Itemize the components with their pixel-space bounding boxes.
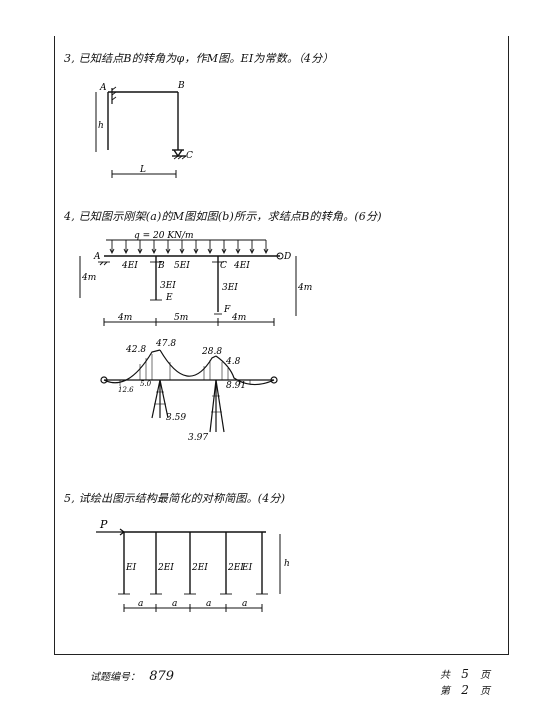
page-current-value: 2 bbox=[461, 683, 469, 697]
q3-label-a: A bbox=[99, 83, 107, 93]
exam-number-label: 试题编号： bbox=[90, 672, 140, 683]
q4-ei-cd: 4EI bbox=[233, 261, 250, 271]
question-5: 5, 试绘出图示结构最简化的对称简图。(4分) bbox=[64, 490, 285, 506]
question-5-text: 试绘出图示结构最简化的对称简图。(4分) bbox=[78, 492, 286, 505]
q5-label-h: h bbox=[284, 559, 290, 569]
q4-moment-9: 3.97 bbox=[188, 433, 208, 443]
q4-ei-be: 3EI bbox=[160, 281, 176, 291]
q4-moment-2: 47.8 bbox=[155, 339, 176, 349]
q4-moment-8: 3.59 bbox=[166, 413, 186, 423]
q5-label-a3: a bbox=[206, 599, 211, 609]
page-total-label: 共 bbox=[440, 670, 450, 681]
question-4-text: 已知图示刚架(a)的M图如图(b)所示，求结点B的转角。(6分) bbox=[78, 210, 382, 223]
q4-ei-cf: 3EI bbox=[222, 283, 238, 293]
page-total-value: 5 bbox=[461, 667, 469, 681]
exam-number-value: 879 bbox=[149, 669, 175, 684]
q4-moment-3: 28.8 bbox=[201, 347, 222, 357]
q4-moment-6: 5.0 bbox=[140, 380, 152, 388]
question-3-number: 3, bbox=[64, 52, 75, 65]
q4-label-b: B bbox=[157, 261, 165, 271]
q5-label-p: P bbox=[99, 518, 108, 531]
frame-right bbox=[508, 36, 509, 654]
frame-bottom bbox=[54, 654, 509, 655]
q4-label-c: C bbox=[220, 261, 227, 271]
page-current: 第 2 页 bbox=[440, 682, 490, 697]
exam-number: 试题编号： 879 bbox=[90, 668, 174, 684]
q4-label-e: E bbox=[165, 293, 173, 303]
q5-label-ei-left: EI bbox=[125, 563, 137, 573]
q3-label-b: B bbox=[177, 81, 185, 91]
q4-moment-4: 4.8 bbox=[225, 357, 241, 367]
q4-height-left: 4m bbox=[81, 273, 96, 283]
q4-ei-ab: 4EI bbox=[121, 261, 138, 271]
q5-label-a4: a bbox=[242, 599, 247, 609]
q4-moment-1: 42.8 bbox=[125, 345, 146, 355]
q4-moment-5: 12.6 bbox=[118, 386, 134, 394]
q5-label-col3: 2EI bbox=[191, 563, 208, 573]
question-3-text: 已知结点B的转角为φ，作M图。EI为常数。（4分） bbox=[78, 52, 334, 65]
question-4-number: 4, bbox=[64, 210, 75, 223]
q4-moment-7: 8.91 bbox=[226, 381, 246, 391]
q3-label-l: L bbox=[139, 165, 146, 175]
question-4: 4, 已知图示刚架(a)的M图如图(b)所示，求结点B的转角。(6分) bbox=[64, 208, 382, 224]
page-current-unit: 页 bbox=[480, 686, 491, 697]
page-total-unit: 页 bbox=[480, 670, 491, 681]
q4-ei-bc: 5EI bbox=[174, 261, 190, 271]
q4-label-d: D bbox=[283, 252, 291, 262]
q5-label-a1: a bbox=[138, 599, 143, 609]
q3-label-h: h bbox=[98, 121, 104, 131]
q4-span-2: 5m bbox=[174, 313, 188, 323]
q4-span-1: 4m bbox=[117, 313, 132, 323]
q5-label-col4: 2EI bbox=[227, 563, 244, 573]
page-current-label: 第 bbox=[440, 686, 450, 697]
q4-span-3: 4m bbox=[231, 313, 246, 323]
question-5-number: 5, bbox=[64, 492, 75, 505]
q3-label-c: C bbox=[186, 151, 193, 161]
q5-label-a2: a bbox=[172, 599, 177, 609]
frame-left bbox=[54, 36, 55, 654]
q4-label-a: A bbox=[93, 252, 101, 262]
q4-label-f: F bbox=[223, 305, 231, 315]
q5-label-col2: 2EI bbox=[157, 563, 174, 573]
q4-load-label: q = 20 KN/m bbox=[134, 231, 194, 241]
page-total: 共 5 页 bbox=[440, 666, 490, 681]
q5-label-ei-right: EI bbox=[241, 563, 253, 573]
q4-height-right: 4m bbox=[297, 283, 312, 293]
question-3: 3, 已知结点B的转角为φ，作M图。EI为常数。（4分） bbox=[64, 50, 334, 66]
